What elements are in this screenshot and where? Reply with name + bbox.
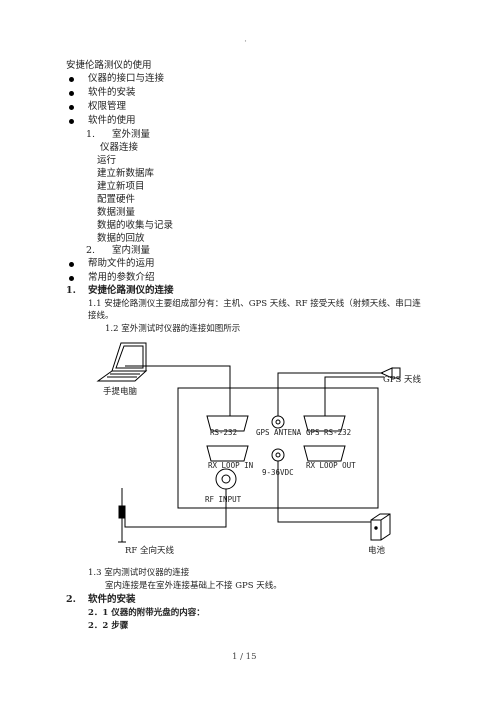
sub-heading: 室内测量 bbox=[112, 245, 151, 256]
paragraph-line: 1.1 安捷伦路测仪主要组成部分有：主机、GPS 天线、RF 接受天线（射频天线… bbox=[88, 299, 421, 309]
doc-title: 安捷伦路测仪的使用 bbox=[66, 60, 152, 71]
gps-antena-label: GPS ANTENA bbox=[256, 428, 302, 437]
rs232-label: RS-232 bbox=[210, 428, 238, 437]
paragraph-line: 1.2 室外测试时仪器的连接如图所示 bbox=[105, 324, 241, 334]
gps-rs232-label: GPS RS-232 bbox=[306, 428, 352, 437]
sub-list-item: 建立新项目 bbox=[97, 181, 145, 192]
sub-list-item: 配置硬件 bbox=[97, 194, 136, 205]
laptop-label: 手提电脑 bbox=[103, 387, 138, 397]
sub-heading: 室外测量 bbox=[112, 129, 151, 140]
sub-list-item: 数据的回放 bbox=[97, 233, 145, 244]
rf-input-port bbox=[215, 468, 237, 490]
section-number: 2. bbox=[66, 594, 76, 605]
bullet-item: 仪器的接口与连接 bbox=[88, 73, 165, 84]
page-footer: 1 / 15 bbox=[232, 652, 257, 662]
subsection-heading: 2．1 仪器的附带光盘的内容： bbox=[88, 608, 205, 618]
section-heading: 安捷伦路测仪的连接 bbox=[88, 285, 174, 296]
paragraph-line: 室内连接是在室外连接基础上不接 GPS 天线。 bbox=[105, 581, 282, 591]
rf-input-label: RF INPUT bbox=[205, 495, 242, 504]
rf-antenna-label: RF 全向天线 bbox=[125, 546, 174, 556]
bullet-item: 常用的参数介绍 bbox=[88, 272, 155, 283]
sub-number: 1. bbox=[86, 129, 96, 140]
gps-antenna-label: GPS 天线 bbox=[383, 375, 422, 385]
gps-rs232-connector bbox=[303, 415, 346, 432]
sub-list-item: 仪器连接 bbox=[100, 142, 139, 153]
battery-label: 电池 bbox=[368, 546, 386, 556]
rx-loop-out-connector bbox=[303, 445, 346, 462]
sub-list-item: 数据测量 bbox=[97, 207, 136, 218]
subsection-heading: 2．2 步骤 bbox=[88, 621, 129, 631]
rs232-connector bbox=[206, 415, 249, 432]
section-heading: 软件的安装 bbox=[88, 594, 136, 605]
bullet-dot bbox=[69, 262, 74, 267]
power-port bbox=[271, 448, 285, 462]
vdc-label: 9-36VDC bbox=[262, 468, 294, 477]
bullet-dot bbox=[69, 119, 74, 124]
rx-loop-in-connector bbox=[206, 445, 249, 462]
bullet-item: 软件的使用 bbox=[88, 115, 136, 126]
sub-list-item: 运行 bbox=[97, 155, 117, 166]
bullet-item: 权限管理 bbox=[88, 101, 127, 112]
section-number: 1. bbox=[66, 285, 76, 296]
paragraph-line: 1.3 室内测试时仪器的连接 bbox=[88, 568, 190, 578]
bullet-dot bbox=[69, 105, 74, 110]
paragraph-line: 接线。 bbox=[88, 311, 114, 321]
battery-icon bbox=[370, 513, 391, 541]
laptop-icon bbox=[96, 342, 148, 382]
rf-antenna-icon bbox=[118, 488, 126, 543]
bullet-dot bbox=[69, 276, 74, 281]
bullet-item: 软件的安装 bbox=[88, 87, 136, 98]
gps-antenna-icon bbox=[379, 367, 401, 379]
sub-list-item: 数据的收集与记录 bbox=[97, 220, 174, 231]
sub-number: 2. bbox=[86, 245, 96, 256]
cables bbox=[124, 365, 384, 528]
header-mark: · bbox=[244, 36, 248, 47]
sub-list-item: 建立新数据库 bbox=[97, 168, 155, 179]
rx-loop-out-label: RX LOOP OUT bbox=[306, 461, 356, 470]
rx-loop-in-label: RX LOOP IN bbox=[208, 461, 254, 470]
bullet-item: 帮助文件的运用 bbox=[88, 258, 155, 269]
bullet-dot bbox=[69, 91, 74, 96]
bullet-dot bbox=[69, 77, 74, 82]
